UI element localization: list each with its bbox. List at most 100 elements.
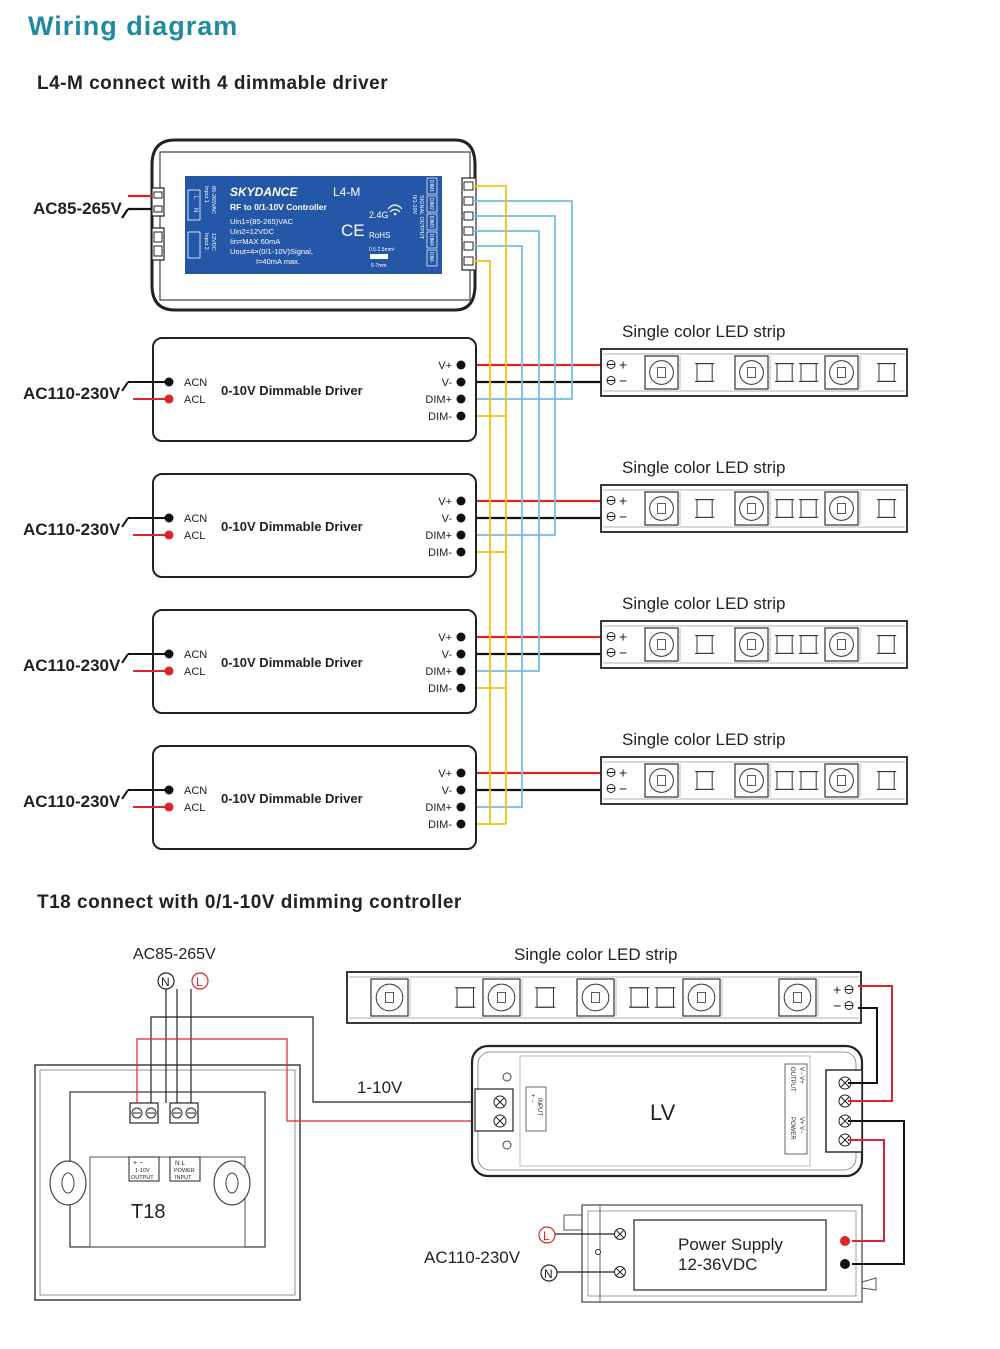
resistor-icon: [696, 771, 713, 790]
page-title: Wiring diagram: [28, 11, 238, 41]
resistor-icon: [696, 635, 713, 654]
t18-output-label-1: 1-10V: [135, 1168, 150, 1174]
resistor-icon: [696, 363, 713, 382]
ps-black-output: [840, 1259, 850, 1269]
driver-pin-label: V+: [438, 496, 452, 508]
driver-input-label: AC110-230V: [23, 384, 121, 403]
dim-plus-wire: [461, 245, 523, 808]
driver-pin-terminal: [456, 411, 466, 421]
section2-title: T18 connect with 0/1-10V dimming control…: [37, 892, 462, 913]
output-pin-box: [426, 231, 438, 249]
controller-ac-terminal: [151, 187, 165, 217]
ps-voltage: 12-36VDC: [678, 1255, 757, 1274]
controller-ac-wire-black: [121, 207, 152, 219]
driver-pin-label: V-: [442, 513, 453, 525]
driver-pin-terminal: [456, 666, 466, 676]
t18-dim-minus-wire: [136, 1038, 475, 1122]
t18-power-label-1: POWER: [174, 1168, 195, 1174]
lv-strip-plus-wire: [848, 985, 893, 1102]
t18-n-label: N: [161, 975, 170, 989]
strip-label: Single color LED strip: [622, 322, 785, 341]
output-pin-label: DIM4: [428, 234, 434, 246]
lv-strip-minus-wire: [848, 1007, 878, 1084]
acn-label: ACN: [184, 513, 207, 525]
driver-pin-label: DIM-: [428, 819, 452, 831]
t18-power-label-2: INPUT: [175, 1175, 192, 1181]
acl-label: ACL: [184, 802, 205, 814]
driver-pin-terminal: [456, 496, 466, 506]
strip-minus-label: −: [619, 645, 627, 661]
ps-plus-wire: [848, 1139, 885, 1242]
strip-length-label: 6-7mm: [371, 263, 387, 269]
driver-pin-terminal: [456, 360, 466, 370]
led-strip: +−: [600, 484, 908, 533]
input1-label: Input 1: [203, 186, 209, 203]
dim-plus-wire: [461, 215, 556, 536]
t18-power-pin-label: N L: [175, 1160, 186, 1167]
controller-spec-5: I=40mA max.: [256, 257, 300, 266]
controller-dc-terminal: [151, 227, 165, 261]
strip-plus-label: +: [619, 493, 627, 509]
lv-input-pins: + −: [529, 1094, 535, 1103]
rohs-mark: RoHS: [369, 231, 390, 240]
resistor-icon: [536, 987, 554, 1008]
resistor-icon: [696, 499, 713, 518]
t18-output-pin-label: + −: [133, 1160, 143, 1167]
resistor-icon: [456, 987, 474, 1008]
t18-dim-plus-wire: [150, 1016, 475, 1103]
driver-pin-terminal: [456, 802, 466, 812]
acn-label: ACN: [184, 785, 207, 797]
driver-name: 0-10V Dimmable Driver: [221, 791, 363, 806]
wire-size-label: 0.5-2.5mm²: [369, 247, 395, 253]
strip-plus-label: +: [833, 982, 841, 998]
controller-rf-label: 2.4G: [369, 210, 389, 220]
driver-pin-label: V+: [438, 360, 452, 372]
driver-name: 0-10V Dimmable Driver: [221, 655, 363, 670]
power-supply: Power Supply 12-36VDC: [563, 1204, 877, 1303]
t18-name: T18: [131, 1201, 165, 1223]
section1-title: L4-M connect with 4 dimmable driver: [37, 73, 388, 94]
driver-pin-label: DIM+: [425, 802, 452, 814]
strip-minus-label: −: [833, 998, 841, 1014]
signal-wires: [461, 185, 605, 825]
acn-terminal: [164, 377, 174, 387]
output-voltage-label: 0/1-10V: [411, 195, 417, 215]
controller-spec-1: Uin1=(85-265)VAC: [230, 217, 294, 226]
driver-input-label: AC110-230V: [23, 792, 121, 811]
driver-acn-wire: [121, 653, 168, 664]
long-led-strip: +−: [346, 971, 862, 1024]
acn-terminal: [164, 785, 174, 795]
dim-common-bus-2: [473, 260, 491, 824]
driver-pin-terminal: [456, 547, 466, 557]
controller-output-labels: 0/1-10V SIGNAL OUTPUT DIM1DIM2DIM3DIM4DI…: [411, 177, 438, 267]
controller-brand: SKYDANCE: [230, 185, 298, 199]
terminal-l-label: L: [192, 196, 198, 200]
driver-pin-label: DIM+: [425, 394, 452, 406]
strip-label: Single color LED strip: [622, 458, 785, 477]
lv-power-label: POWER: [789, 1117, 795, 1140]
lv-label: LV: [650, 1100, 676, 1125]
resistor-icon: [878, 363, 895, 382]
resistor-icon: [776, 635, 793, 654]
lv-output-label: OUTPUT: [789, 1067, 795, 1092]
driver-pin-label: V-: [442, 377, 453, 389]
output-pin-label: DIM3: [428, 216, 434, 228]
ps-title: Power Supply: [678, 1235, 783, 1254]
resistor-icon: [800, 363, 817, 382]
input2-label: Input 2: [203, 233, 209, 250]
resistor-icon: [776, 363, 793, 382]
strip-minus-label: −: [619, 373, 627, 389]
strip-plus-label: +: [619, 629, 627, 645]
ps-ac-label: AC110-230V: [424, 1248, 521, 1267]
driver-name: 0-10V Dimmable Driver: [221, 519, 363, 534]
driver-pin-label: V-: [442, 785, 453, 797]
controller-model: L4-M: [333, 185, 360, 199]
dim-common-bus: [473, 185, 507, 824]
resistor-icon: [630, 987, 648, 1008]
driver-name: 0-10V Dimmable Driver: [221, 383, 363, 398]
ps-n-icon: [540, 1264, 558, 1282]
